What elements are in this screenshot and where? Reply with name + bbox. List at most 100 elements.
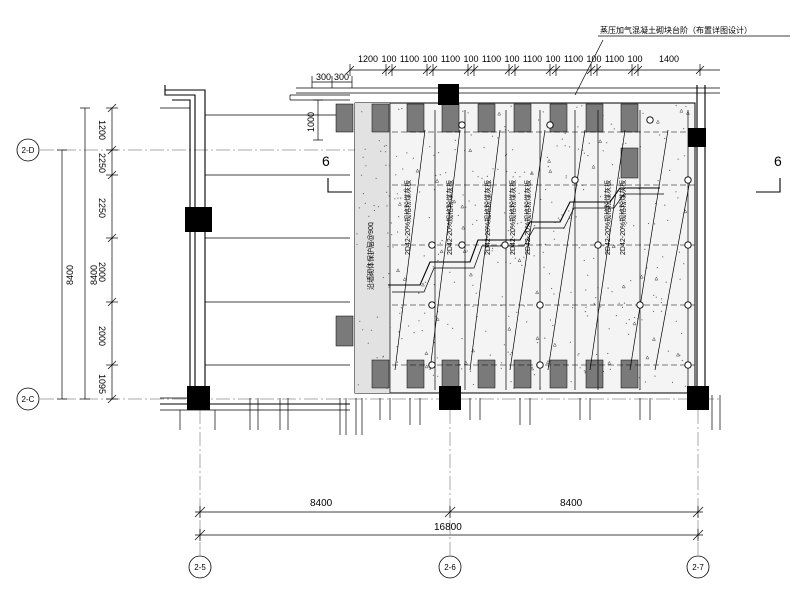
slab-area <box>354 102 696 394</box>
texture-dot <box>366 265 368 267</box>
texture-dot <box>626 222 628 224</box>
texture-dot <box>357 384 359 386</box>
texture-dot <box>579 367 581 369</box>
texture-dot <box>512 176 514 178</box>
dim-text: 1100 <box>482 54 501 64</box>
texture-dot <box>376 316 378 318</box>
dim-text: 300 <box>334 72 349 82</box>
connection-node <box>536 361 544 369</box>
diagonal-line <box>654 179 691 371</box>
texture-dot <box>377 206 380 208</box>
dim-text: 8400 <box>310 498 333 509</box>
texture-dot <box>623 302 626 304</box>
hatched-block <box>513 359 532 389</box>
texture-dot <box>583 370 586 372</box>
texture-dot <box>514 230 516 232</box>
texture-dot <box>398 331 400 333</box>
texture-dot <box>467 112 469 114</box>
texture-dot <box>618 177 621 179</box>
dim-text: 2250 <box>97 198 107 218</box>
texture-dot <box>517 223 519 225</box>
texture-dot <box>549 319 552 321</box>
fill-label: 2D42-20%规格粉煤灰板 <box>603 180 612 255</box>
aggregate-mark <box>591 164 596 169</box>
fill-labels: 2D42-20%规格粉煤灰板 2D42-20%规格粉煤灰板 2D42-20%规格… <box>366 180 627 290</box>
dim-text: 100 <box>381 54 396 64</box>
texture-dot <box>642 112 644 114</box>
texture-dot <box>468 200 470 202</box>
connection-node <box>458 121 466 129</box>
aggregate-mark <box>546 359 550 364</box>
connection-node <box>536 301 544 309</box>
texture-dot <box>437 259 439 262</box>
texture-dot <box>490 181 492 184</box>
texture-dot <box>664 204 666 206</box>
aggregate-mark <box>468 272 473 277</box>
dim-slash <box>627 65 637 75</box>
texture-dot <box>389 313 391 315</box>
texture-dot <box>525 231 527 233</box>
texture-dot <box>593 257 595 259</box>
texture-dot <box>533 225 536 227</box>
texture-dot <box>472 223 474 225</box>
hatched-block <box>371 103 390 133</box>
texture-dot <box>509 353 511 356</box>
texture-dot <box>582 149 584 151</box>
axis-bubble-2c: 2-C <box>16 387 40 411</box>
texture-dot <box>406 152 408 154</box>
connection-node <box>501 241 509 249</box>
column <box>438 84 459 105</box>
section-mark-label: 6 <box>774 153 782 169</box>
texture-dot <box>418 320 420 322</box>
texture-dot <box>387 245 389 248</box>
texture-dot <box>457 214 459 217</box>
texture-dot <box>570 381 572 383</box>
aggregate-mark <box>461 225 466 230</box>
texture-dot <box>378 140 380 142</box>
texture-dot <box>437 152 440 154</box>
texture-dot <box>364 202 366 204</box>
texture-dot <box>628 319 630 321</box>
texture-dot <box>398 216 400 218</box>
diagonal-line <box>629 129 669 371</box>
dim-text: 1100 <box>564 54 583 64</box>
texture-dot <box>511 149 514 151</box>
texture-dot <box>587 274 589 276</box>
texture-dot <box>510 105 512 107</box>
aggregate-mark <box>460 204 465 209</box>
hatched-block <box>620 147 639 179</box>
texture-dot <box>497 137 499 139</box>
aggregate-mark <box>535 336 540 340</box>
texture-dot <box>472 383 475 386</box>
aggregate-mark <box>679 108 684 113</box>
connection-node <box>636 301 644 309</box>
texture-dot <box>511 252 513 254</box>
aggregate-mark <box>535 290 540 294</box>
texture-dot <box>677 197 679 199</box>
texture-dot <box>544 337 546 339</box>
texture-dot <box>518 192 520 194</box>
texture-dot <box>564 145 566 147</box>
texture-dot <box>466 250 468 252</box>
texture-dot <box>630 280 632 282</box>
texture-dot <box>638 377 640 379</box>
texture-dot <box>454 139 456 141</box>
hatched-block <box>477 359 496 389</box>
texture-dot <box>536 342 539 344</box>
texture-dot <box>578 247 581 249</box>
connection-node <box>684 361 692 369</box>
texture-dot <box>424 281 426 283</box>
aggregate-mark <box>548 169 553 173</box>
texture-dot <box>596 353 598 355</box>
texture-dot <box>516 311 518 313</box>
texture-dot <box>521 264 523 266</box>
texture-dot <box>375 177 377 179</box>
dim-slash <box>107 103 117 113</box>
texture-dot <box>490 185 492 187</box>
texture-dot <box>577 148 580 150</box>
aggregate-mark <box>424 364 429 369</box>
texture-dot <box>606 142 608 144</box>
texture-dot <box>588 142 590 144</box>
texture-dot <box>433 154 435 156</box>
texture-dot <box>368 215 370 217</box>
